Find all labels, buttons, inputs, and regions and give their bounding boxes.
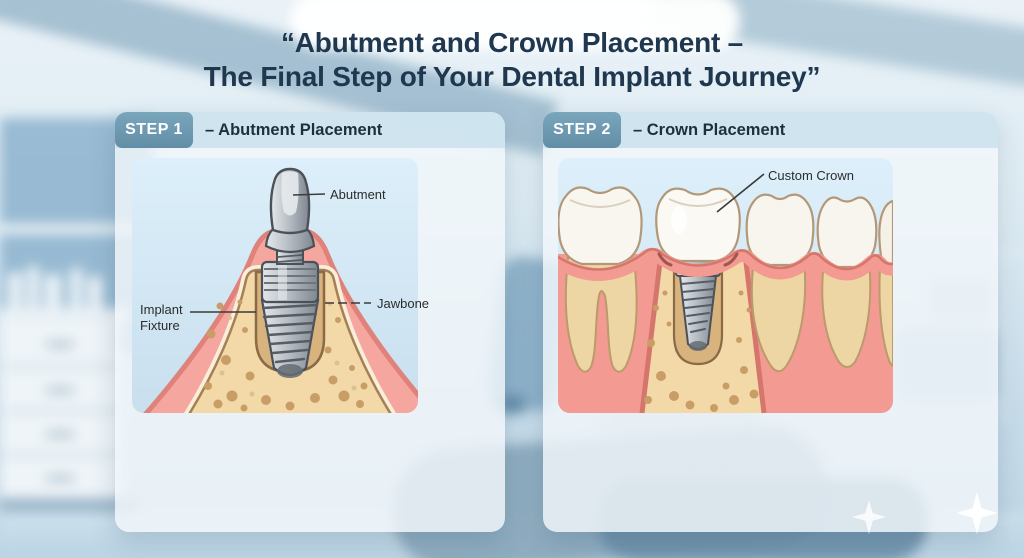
drawer-handle: [46, 432, 74, 437]
bottle: [45, 274, 61, 312]
title-line2: The Final Step of Your Dental Implant Jo…: [203, 61, 821, 92]
custom-crown-label: Custom Crown: [768, 168, 854, 183]
crown-diagram-svg: [558, 158, 893, 413]
bottle: [88, 276, 102, 312]
ceiling-light: [290, 0, 740, 50]
shelf: [0, 224, 142, 234]
drawer-handle: [46, 342, 74, 347]
custom-crown-graphic: [655, 187, 741, 263]
bottle: [27, 266, 39, 312]
abutment-label: Abutment: [330, 187, 386, 202]
step2-header: STEP 2 – Crown Placement: [543, 112, 998, 148]
abutment-diagram-svg: [132, 158, 418, 413]
step2-panel: STEP 2 – Crown Placement: [543, 112, 998, 532]
step1-badge: STEP 1: [115, 112, 193, 148]
page-title: “Abutment and Crown Placement – The Fina…: [0, 26, 1024, 94]
bottle: [8, 272, 22, 312]
step1-panel: STEP 1 – Abutment Placement: [115, 112, 505, 532]
drawer-handle: [46, 476, 74, 481]
countertop: [0, 308, 130, 322]
implant-fixture-label: Implant Fixture: [140, 302, 183, 333]
bottle: [70, 268, 82, 312]
title-line1: “Abutment and Crown Placement –: [280, 27, 744, 58]
step2-heading: – Crown Placement: [633, 120, 786, 139]
jawbone-label: Jawbone: [377, 296, 430, 311]
custom-crown-leader-line: [716, 173, 765, 213]
drawer-handle: [46, 388, 74, 393]
abutment-illustration: [132, 158, 418, 413]
step1-heading: – Abutment Placement: [205, 120, 383, 139]
step1-header: STEP 1 – Abutment Placement: [115, 112, 505, 148]
crown-illustration: [558, 158, 893, 413]
implant-fixture-graphic: [260, 245, 320, 378]
abutment-leader-line: [292, 193, 326, 196]
abutment-graphic: [264, 167, 316, 254]
step2-badge: STEP 2: [543, 112, 621, 148]
